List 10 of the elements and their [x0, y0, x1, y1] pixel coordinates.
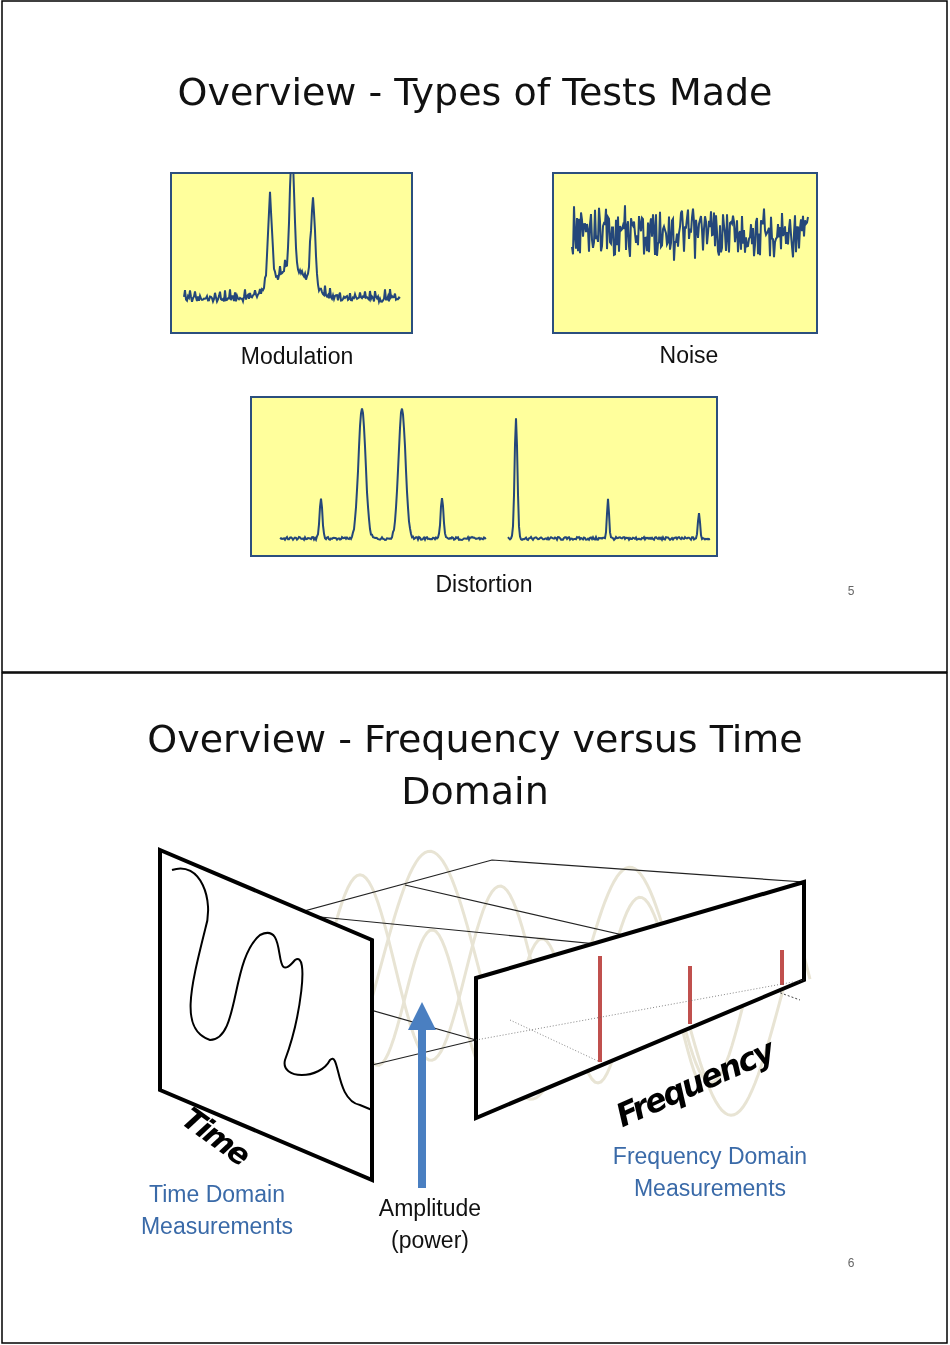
caption-text: Frequency Domain Measurements: [611, 1142, 809, 1203]
slide-title: Overview - Types of Tests Made: [176, 69, 774, 116]
page-number: 6: [846, 1256, 856, 1270]
panel-caption: Modulation: [240, 343, 354, 369]
panel-caption: Distortion: [435, 571, 533, 597]
slide-title: Overview - Frequency versus Time Domain: [146, 716, 804, 815]
page-number: 5: [846, 584, 856, 598]
caption-text: Time Domain Measurements: [139, 1180, 295, 1241]
panel-caption: Noise: [659, 342, 719, 368]
caption-text: Amplitude (power): [377, 1194, 483, 1255]
